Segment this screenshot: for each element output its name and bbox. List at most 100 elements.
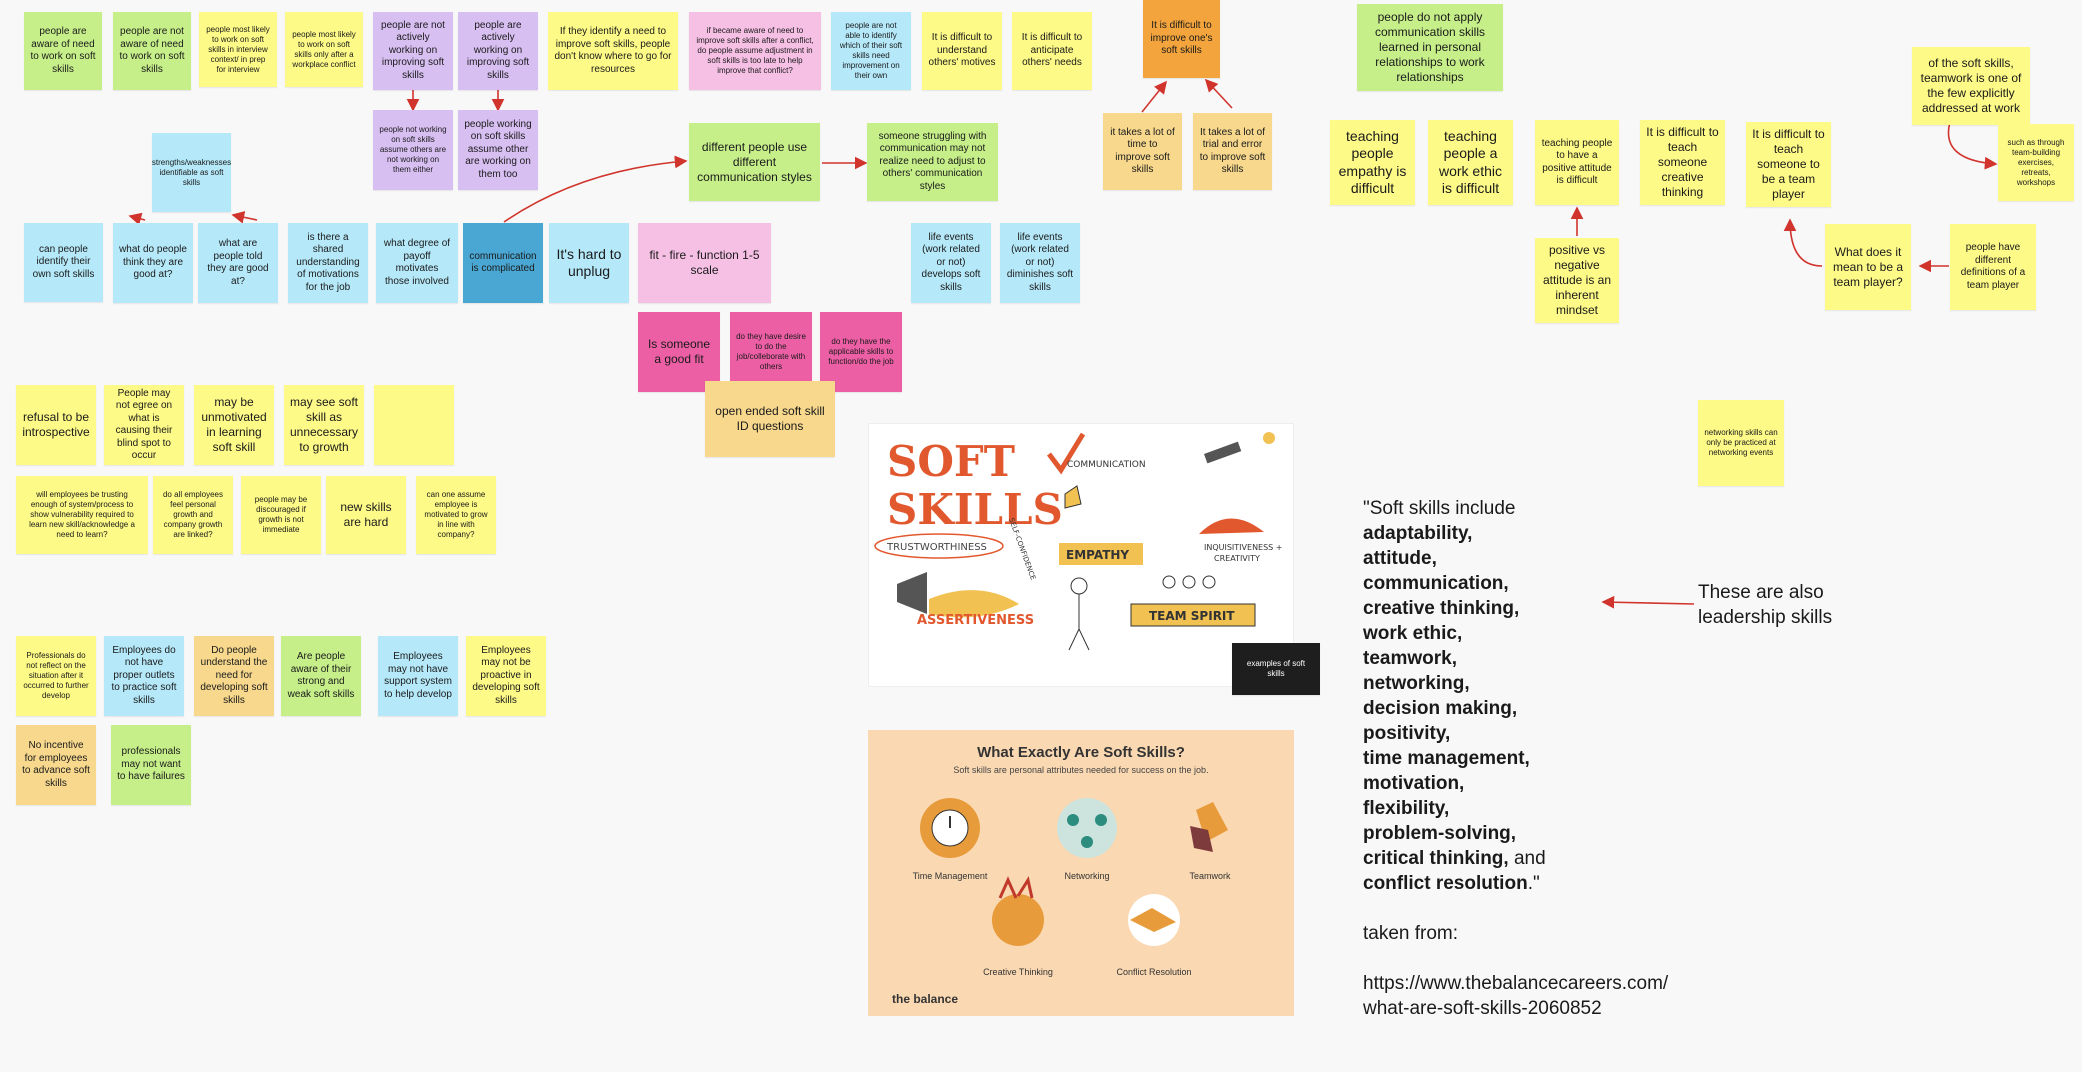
label-team-spirit: TEAM SPIRIT	[1149, 609, 1235, 623]
quote-skill-item: creative thinking,	[1363, 596, 1663, 621]
quote-skill-item: decision making,	[1363, 696, 1663, 721]
note-text: Do people understand the need for develo…	[200, 644, 268, 706]
note-text: Is someone a good fit	[647, 337, 711, 366]
sticky-note[interactable]: may be unmotivated in learning soft skil…	[194, 385, 274, 465]
sticky-note[interactable]: if became aware of need to improve soft …	[689, 12, 821, 90]
sticky-note[interactable]: Do people understand the need for develo…	[194, 636, 274, 716]
sticky-note[interactable]: can one assume employee is motivated to …	[416, 476, 496, 554]
note-text: It takes a lot of trial and error to imp…	[1199, 126, 1266, 176]
sticky-note[interactable]: is there a shared understanding of motiv…	[288, 223, 368, 303]
sticky-note[interactable]: people most likely to work on soft skill…	[285, 12, 363, 87]
sticky-note[interactable]: people are not actively working on impro…	[373, 12, 453, 90]
sticky-note[interactable]: strengths/weaknesses identifiable as sof…	[152, 133, 231, 212]
quote-skill-item: problem-solving,	[1363, 821, 1663, 846]
note-text: people may be discouraged if growth is n…	[254, 495, 308, 534]
sticky-note[interactable]: what degree of payoff motivates those in…	[376, 223, 458, 303]
label-inquisitiveness: INQUISITIVENESS +	[1204, 543, 1283, 552]
sticky-note[interactable]: Employees may not have support system to…	[378, 636, 458, 716]
sticky-note[interactable]: Are people aware of their strong and wea…	[281, 636, 361, 716]
sticky-note[interactable]: teaching people empathy is difficult	[1330, 120, 1415, 205]
sticky-note[interactable]: Employees do not have proper outlets to …	[104, 636, 184, 716]
sticky-note[interactable]: Employees may not be proactive in develo…	[466, 636, 546, 716]
soft-skills-title-line2: SKILLS	[887, 485, 1063, 534]
sticky-note[interactable]: networking skills can only be practiced …	[1698, 400, 1784, 486]
sticky-note[interactable]: It is difficult to teach someone creativ…	[1640, 120, 1725, 205]
sticky-note[interactable]: teaching people a work ethic is difficul…	[1428, 120, 1513, 205]
sticky-note[interactable]: positive vs negative attitude is an inhe…	[1535, 238, 1619, 323]
sticky-note[interactable]: It is difficult to anticipate others' ne…	[1012, 12, 1092, 90]
leadership-skills-note[interactable]: These are also leadership skills	[1698, 582, 1833, 628]
sticky-note[interactable]: someone struggling with communication ma…	[867, 123, 998, 201]
note-text: such as through team-building exercises,…	[2007, 137, 2065, 187]
sticky-note[interactable]: people are not able to identify which of…	[831, 12, 911, 90]
sticky-note[interactable]: people do not apply communication skills…	[1357, 4, 1503, 91]
sticky-note[interactable]: It is difficult to improve one's soft sk…	[1143, 0, 1220, 78]
balance-soft-skills-infographic[interactable]: What Exactly Are Soft Skills? Soft skill…	[868, 730, 1294, 1016]
sticky-note[interactable]: do all employees feel personal growth an…	[153, 476, 233, 554]
quote-source-url-line1[interactable]: https://www.thebalancecareers.com/	[1363, 973, 1669, 994]
lightbulb-icon	[1263, 432, 1275, 444]
sticky-note[interactable]: people are not aware of need to work on …	[113, 12, 191, 90]
sticky-note[interactable]: may see soft skill as unnecessary to gro…	[284, 385, 364, 465]
sticky-note[interactable]: refusal to be introspective	[16, 385, 96, 465]
sticky-note[interactable]: It is difficult to teach someone to be a…	[1746, 122, 1831, 207]
note-text: communication is complicated	[469, 250, 537, 275]
sticky-note[interactable]: people most likely to work on soft skill…	[199, 12, 277, 87]
sticky-note[interactable]: It's hard to unplug	[549, 223, 629, 303]
label-trustworthiness: TRUSTWORTHINESS	[886, 542, 987, 553]
soft-skills-quote[interactable]: "Soft skills include adaptability,attitu…	[1363, 496, 1669, 1021]
sticky-note[interactable]: professionals may not want to have failu…	[111, 725, 191, 805]
note-text: what do people think they are good at?	[119, 244, 187, 281]
sticky-note[interactable]: open ended soft skill ID questions	[705, 381, 835, 457]
sticky-note[interactable]: communication is complicated	[463, 223, 543, 303]
sticky-note[interactable]: what do people think they are good at?	[113, 223, 193, 303]
sticky-note[interactable]: do they have desire to do the job/colleb…	[730, 312, 812, 392]
sticky-note[interactable]: new skills are hard	[326, 476, 406, 554]
sticky-note[interactable]: fit - fire - function 1-5 scale	[638, 223, 771, 303]
sticky-note[interactable]: It takes a lot of trial and error to imp…	[1193, 113, 1272, 190]
sticky-note[interactable]: people working on soft skills assume oth…	[458, 110, 538, 190]
network-icon	[1057, 798, 1117, 858]
sticky-note[interactable]: people may be discouraged if growth is n…	[241, 476, 321, 554]
sticky-note[interactable]: people not working on soft skills assume…	[373, 110, 453, 190]
sticky-note[interactable]: different people use different communica…	[689, 123, 820, 201]
quote-end: ."	[1527, 873, 1540, 894]
note-text: professionals may not want to have failu…	[117, 746, 185, 783]
quote-skill-item: teamwork,	[1363, 646, 1663, 671]
sticky-note[interactable]: people are actively working on improving…	[458, 12, 538, 90]
sticky-note[interactable]: Is someone a good fit	[638, 312, 720, 392]
sticky-note[interactable]: of the soft skills, teamwork is one of t…	[1912, 47, 2030, 125]
sticky-note[interactable]: will employees be trusting enough of sys…	[16, 476, 148, 554]
quote-skill-text: creative thinking,	[1363, 598, 1520, 619]
check-icon	[1047, 432, 1086, 475]
note-text: what degree of payoff motivates those in…	[383, 238, 451, 287]
sticky-note[interactable]: what are people told they are good at?	[198, 223, 278, 303]
sticky-note[interactable]: people have different definitions of a t…	[1950, 224, 2036, 310]
sticky-note[interactable]: can people identify their own soft skill…	[24, 223, 103, 302]
note-text: will employees be trusting enough of sys…	[29, 490, 135, 539]
sticky-note[interactable]: What does it mean to be a team player?	[1825, 224, 1911, 310]
quote-skill-text: positivity,	[1363, 723, 1451, 744]
sticky-note[interactable]: life events (work related or not) develo…	[911, 223, 991, 303]
sticky-note[interactable]: such as through team-building exercises,…	[1998, 124, 2074, 201]
soft-skills-illustration[interactable]: SOFT SKILLS COMMUNICATION SELF-CONFIDENC…	[868, 423, 1294, 687]
sticky-note[interactable]: it takes a lot of time to improve soft s…	[1103, 113, 1182, 190]
note-text: Employees may not have support system to…	[384, 651, 452, 700]
sticky-note[interactable]: life events (work related or not) dimini…	[1000, 223, 1080, 303]
note-text: people most likely to work on soft skill…	[292, 29, 356, 69]
sticky-note[interactable]: If they identify a need to improve soft …	[548, 12, 678, 90]
quote-last-skill: conflict resolution	[1363, 873, 1528, 894]
sticky-note[interactable]: People may not egree on what is causing …	[104, 385, 184, 465]
sticky-note[interactable]: No incentive for employees to advance so…	[16, 725, 96, 805]
sticky-note-empty[interactable]	[374, 385, 454, 465]
sticky-note[interactable]: people are aware of need to work on soft…	[24, 12, 102, 90]
sticky-note[interactable]: do they have the applicable skills to fu…	[820, 312, 902, 392]
quote-source-url-line2[interactable]: what-are-soft-skills-2060852	[1363, 998, 1602, 1019]
sticky-note[interactable]: It is difficult to understand others' mo…	[922, 12, 1002, 90]
sticky-note[interactable]: teaching people to have a positive attit…	[1535, 120, 1619, 205]
sticky-note[interactable]: Professionals do not reflect on the situ…	[16, 636, 96, 716]
team-person	[1202, 575, 1216, 589]
note-text: of the soft skills, teamwork is one of t…	[1920, 56, 2022, 115]
note-text: people working on soft skills assume oth…	[464, 118, 532, 180]
image-caption[interactable]: examples of soft skills	[1232, 643, 1320, 695]
